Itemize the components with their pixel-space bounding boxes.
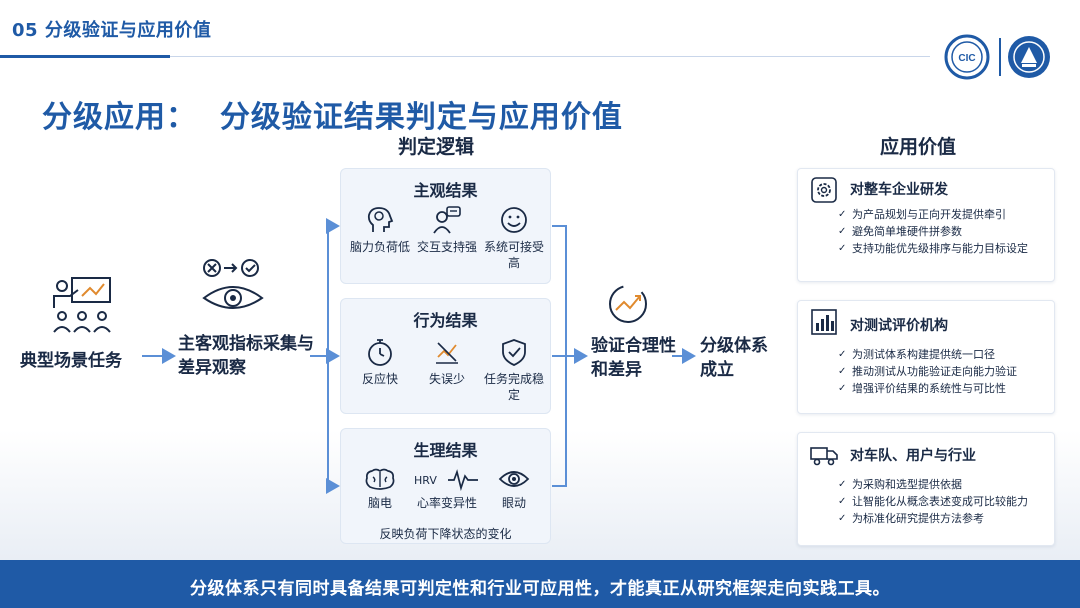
subjective-results-title: 主观结果 — [413, 181, 478, 200]
result-item: 脑电 — [345, 467, 415, 511]
conclusion-text: 分级体系只有同时具备结果可判定性和行业可应用性，才能真正从研究框架走向实践工具。 — [190, 579, 890, 599]
value-card-fleet: 对车队、用户与行业 为采购和选型提供依据 让智能化从概念表述变成可比较能力 为标… — [797, 432, 1055, 546]
value-column-heading: 应用价值 — [880, 136, 957, 158]
result-item-label: 反应快 — [361, 372, 398, 386]
section-label: 05 分级验证与应用价值 — [12, 20, 212, 41]
logo-divider — [999, 38, 1001, 76]
logo-group: CIC — [944, 34, 1056, 82]
value-card-title: 对整车企业研发 — [850, 182, 948, 198]
result-item-label: 眼动 — [501, 496, 526, 510]
result-item: 反应快 — [345, 337, 415, 387]
cic-logo: CIC — [944, 34, 990, 80]
brain-head-icon — [367, 207, 394, 232]
value-bullet: 增强评价结果的系统性与可比性 — [838, 381, 1048, 396]
value-card-title: 对车队、用户与行业 — [850, 448, 976, 464]
value-bullet: 支持功能优先级排序与能力目标设定 — [838, 241, 1048, 256]
cic-logo-text: CIC — [958, 53, 975, 64]
stopwatch-icon — [368, 339, 392, 366]
result-item-label: 交互支持强 — [416, 240, 477, 254]
value-bullet-list: 为产品规划与正向开发提供牵引 避免简单堆硬件拼参数 支持功能优先级排序与能力目标… — [838, 207, 1048, 258]
value-bullet: 让智能化从概念表述变成可比较能力 — [838, 494, 1048, 509]
header-rule — [0, 55, 170, 58]
bar-chart-icon — [811, 309, 837, 335]
collect-observe-label: 主客观指标采集与差异观察 — [178, 334, 314, 378]
observe-compare-icon — [202, 259, 264, 309]
shield-check-icon — [502, 339, 526, 366]
trend-analysis-icon — [609, 285, 647, 323]
gear-icon — [811, 177, 837, 203]
result-item-label: 心率变异性 — [416, 496, 477, 510]
result-item: 眼动 — [479, 467, 549, 511]
behavior-results-title: 行为结果 — [413, 311, 478, 330]
result-item: 交互支持强 — [412, 205, 482, 255]
physio-results-title: 生理结果 — [413, 441, 478, 460]
smile-icon — [501, 207, 527, 233]
conclusion-banner: 分级体系只有同时具备结果可判定性和行业可应用性，才能真正从研究框架走向实践工具。 — [0, 560, 1080, 608]
behavior-results-box: 行为结果 反应快 失误少 任务完成稳定 — [340, 298, 551, 414]
truck-icon — [810, 447, 838, 466]
hrv-wave-icon: HRV — [414, 469, 478, 491]
system-established-label: 分级体系成立 — [700, 336, 768, 380]
scene-task-label: 典型场景任务 — [20, 351, 122, 371]
result-item: 失误少 — [412, 337, 482, 387]
result-item-label: 脑力负荷低 — [349, 240, 410, 254]
result-item-label: 任务完成稳定 — [483, 372, 544, 402]
presentation-team-icon — [53, 277, 111, 333]
value-bullet: 为采购和选型提供依据 — [838, 477, 1048, 492]
brain-icon — [365, 468, 395, 490]
value-card-title: 对测试评价机构 — [850, 318, 948, 334]
hrv-badge: HRV — [414, 474, 437, 487]
eye-icon — [498, 471, 530, 487]
value-bullet-list: 为测试体系构建提供统一口径 推动测试从功能验证走向能力验证 增强评价结果的系统性… — [838, 347, 1048, 398]
value-bullet: 推动测试从功能验证走向能力验证 — [838, 364, 1048, 379]
error-cross-icon — [436, 342, 458, 364]
result-item-label: 系统可接受高 — [483, 240, 544, 270]
result-item: 任务完成稳定 — [479, 337, 549, 403]
result-item-label: 失误少 — [428, 372, 465, 386]
header-rule-thin — [170, 56, 930, 57]
value-bullet: 为测试体系构建提供统一口径 — [838, 347, 1048, 362]
result-item-label: 脑电 — [367, 496, 392, 510]
page-title: 分级应用： 分级验证结果判定与应用价值 — [42, 100, 623, 135]
institution-emblem — [1008, 36, 1050, 78]
result-item: 系统可接受高 — [479, 205, 549, 271]
value-bullet: 为标准化研究提供方法参考 — [838, 511, 1048, 526]
subjective-results-box: 主观结果 脑力负荷低 交互支持强 系统可接受高 — [340, 168, 551, 284]
value-bullet: 为产品规划与正向开发提供牵引 — [838, 207, 1048, 222]
value-bullet-list: 为采购和选型提供依据 让智能化从概念表述变成可比较能力 为标准化研究提供方法参考 — [838, 477, 1048, 528]
result-item: 脑力负荷低 — [345, 205, 415, 255]
value-card-testing: 对测试评价机构 为测试体系构建提供统一口径 推动测试从功能验证走向能力验证 增强… — [797, 300, 1055, 414]
physio-note: 反映负荷下降状态的变化 — [379, 527, 512, 541]
value-card-oem: 对整车企业研发 为产品规划与正向开发提供牵引 避免简单堆硬件拼参数 支持功能优先… — [797, 168, 1055, 282]
verify-label: 验证合理性和差异 — [591, 336, 676, 380]
result-item: HRV 心率变异性 — [405, 467, 489, 511]
logic-column-heading: 判定逻辑 — [398, 136, 475, 158]
physio-results-box: 生理结果 脑电 HRV 心率变异性 眼动 反映负荷下降状态的变化 — [340, 428, 551, 544]
person-chat-icon — [433, 206, 461, 234]
value-bullet: 避免简单堆硬件拼参数 — [838, 224, 1048, 239]
